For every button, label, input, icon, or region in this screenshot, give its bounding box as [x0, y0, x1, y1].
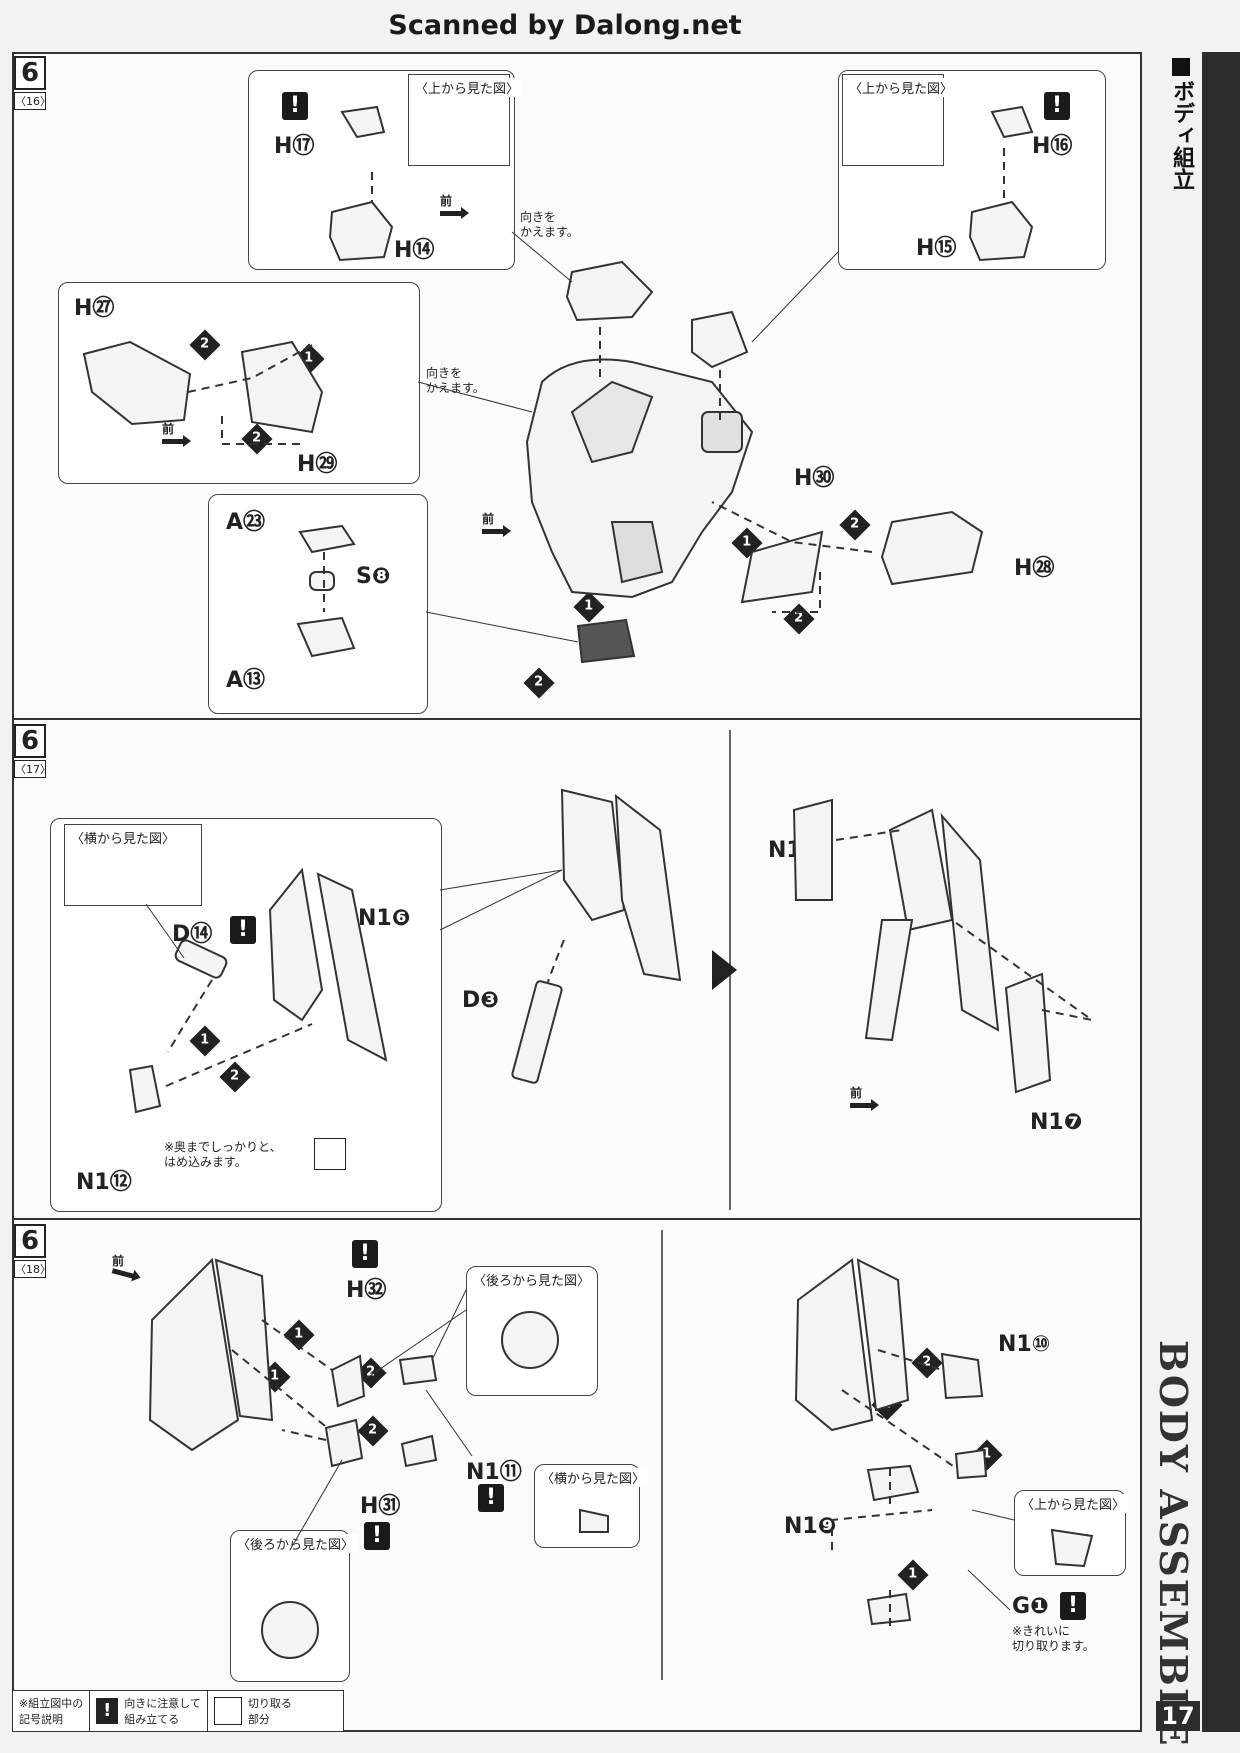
- side-title-text: ボディ組立: [1169, 80, 1194, 190]
- turn-note-2: 向きを かえます。: [426, 366, 485, 395]
- part-h27: H㉗: [74, 296, 115, 321]
- part-h14: H⑭: [394, 238, 435, 263]
- body-assemble-title: BODY ASSEMBLE: [1151, 1340, 1196, 1748]
- cut-icon: [213, 1697, 242, 1725]
- legend-cut-text: 切り取る 部分: [247, 1697, 292, 1726]
- view-top-label-2: 〈上から見た図〉: [846, 78, 957, 97]
- part-h28: H㉘: [1014, 556, 1055, 581]
- front-indicator: 前: [440, 192, 469, 219]
- step-sub: 〈16〉: [14, 92, 51, 110]
- view-top-label: 〈上から見た図〉: [1018, 1494, 1129, 1513]
- front-indicator: 前: [482, 510, 511, 537]
- step-section-18: 6 〈18〉 前 ! H㉜ 〈後ろから見た図〉 H㉛ ! N1⑪ ! 〈横から見…: [12, 1220, 1142, 1690]
- part-h30: H㉚: [794, 466, 835, 491]
- turn-note-1: 向きを かえます。: [520, 210, 579, 239]
- front-label: 前: [112, 1254, 125, 1268]
- part-h31: H㉛: [360, 1494, 401, 1519]
- scanner-credit: Scanned by Dalong.net: [388, 10, 742, 41]
- shoulder-assembly-illustration: [148, 1230, 1094, 1680]
- front-label: 前: [850, 1086, 863, 1100]
- view-side-label: 〈横から見た図〉: [68, 828, 179, 847]
- right-tab-bar: [1202, 52, 1240, 1732]
- step-section-16: 6 〈16〉 〈上から見た図〉 ! H⑰ H⑭ 前 向きを かえます。 〈上から…: [12, 52, 1142, 720]
- warning-icon: !: [1044, 92, 1070, 120]
- step-number: 6: [14, 56, 46, 90]
- warning-icon: !: [364, 1522, 390, 1550]
- warning-icon: !: [282, 92, 308, 120]
- part-h17: H⑰: [274, 134, 315, 159]
- front-indicator: 前: [162, 420, 191, 447]
- part-n1-10: N1⑩: [998, 1332, 1051, 1357]
- step-number: 6: [14, 724, 46, 758]
- view-back-label-2: 〈後ろから見た図〉: [234, 1534, 358, 1553]
- legend-title-text: ※組立図中の 記号説明: [19, 1697, 84, 1726]
- side-title: ボディ組立: [1168, 58, 1194, 197]
- front-label: 前: [482, 512, 495, 526]
- legend-orient: ! 向きに注意して 組み立てる: [90, 1691, 208, 1731]
- view-back-label-1: 〈後ろから見た図〉: [470, 1270, 594, 1289]
- part-d3: D❸: [462, 988, 499, 1013]
- legend-cut: 切り取る 部分: [208, 1691, 298, 1731]
- part-n1-12: N1⑫: [76, 1170, 132, 1195]
- wing-binder-illustration: [128, 730, 1093, 1210]
- warning-icon: !: [352, 1240, 378, 1268]
- part-a13: A⑬: [226, 668, 266, 693]
- part-g1: G❶: [1012, 1594, 1049, 1619]
- warning-icon: !: [230, 916, 256, 944]
- step-sub: 〈17〉: [14, 760, 51, 778]
- legend-title: ※組立図中の 記号説明: [13, 1691, 91, 1731]
- part-n1-7: N1❼: [1030, 1110, 1083, 1135]
- part-a23: A㉓: [226, 510, 266, 535]
- symbol-legend: ※組立図中の 記号説明 ! 向きに注意して 組み立てる 切り取る 部分: [12, 1690, 344, 1732]
- part-h15: H⑮: [916, 236, 957, 261]
- step-section-17: 6 〈17〉 〈横から見た図〉 D⑭ ! N1❻ N1⑫ ※奥までしっかりと、 …: [12, 720, 1142, 1220]
- view-top-label-1: 〈上から見た図〉: [412, 78, 523, 97]
- step-badge: 6 〈17〉: [14, 724, 51, 778]
- part-s8: S❽: [356, 564, 391, 589]
- part-n1-9: N1❾: [784, 1514, 837, 1539]
- step-sub: 〈18〉: [14, 1260, 51, 1278]
- part-h29: H㉙: [297, 452, 338, 477]
- front-label: 前: [162, 422, 175, 436]
- page-number: 17: [1156, 1701, 1200, 1731]
- part-h16: H⑯: [1032, 134, 1073, 159]
- front-indicator: 前: [111, 1252, 135, 1279]
- square-mark: [1172, 58, 1190, 76]
- front-label: 前: [440, 194, 453, 208]
- step-badge: 6 〈16〉: [14, 56, 51, 110]
- warning-icon: !: [1060, 1592, 1086, 1620]
- warning-icon: !: [478, 1484, 504, 1512]
- part-h32: H㉜: [346, 1278, 387, 1303]
- front-indicator: 前: [850, 1084, 879, 1111]
- part-n1-6: N1❻: [358, 906, 411, 931]
- legend-orient-text: 向きに注意して 組み立てる: [124, 1697, 201, 1726]
- step-badge: 6 〈18〉: [14, 1224, 51, 1278]
- step-number: 6: [14, 1224, 46, 1258]
- part-n1-11: N1⑪: [466, 1460, 522, 1485]
- cut-icon: [314, 1138, 346, 1170]
- torso-assembly-illustration: [82, 105, 1034, 664]
- warning-icon: !: [96, 1698, 119, 1724]
- cut-note: ※きれいに 切り取ります。: [1012, 1624, 1095, 1653]
- view-side-label: 〈横から見た図〉: [538, 1468, 649, 1487]
- insert-note: ※奥までしっかりと、 はめ込みます。: [164, 1140, 282, 1169]
